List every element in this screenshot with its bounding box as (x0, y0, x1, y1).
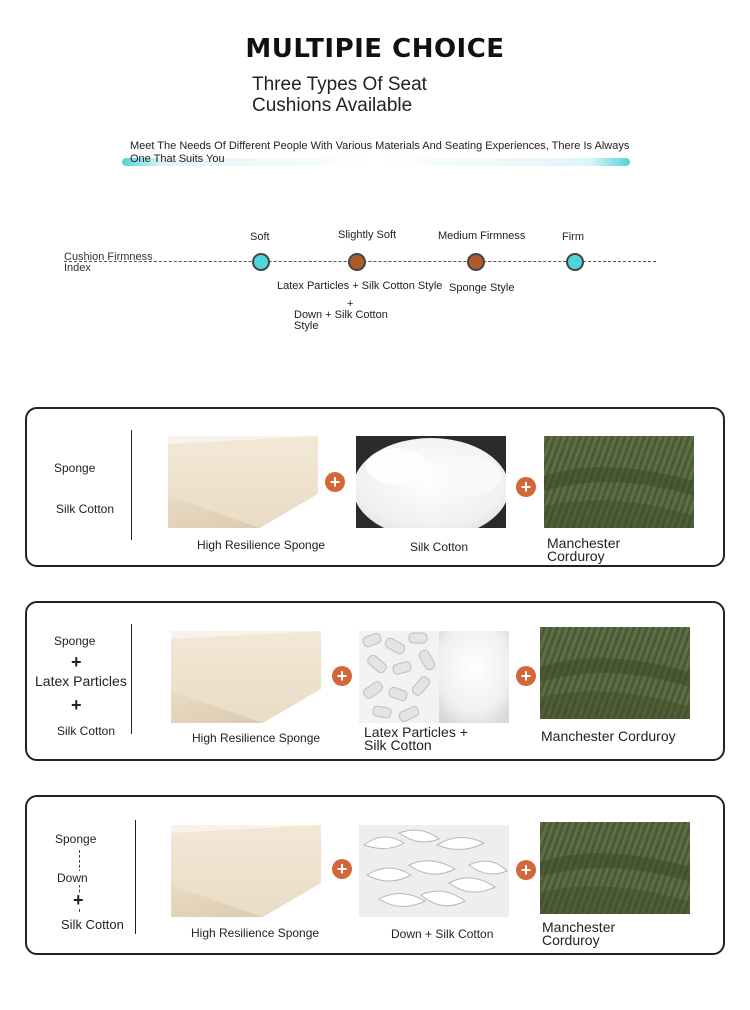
firmness-axis-label: Cushion Firmness Index (64, 252, 174, 274)
level-slightly-soft-label: Slightly Soft (338, 229, 397, 241)
panel-3-layer-silk-cotton: Silk Cotton (61, 917, 124, 932)
panel-3-layer-down: Down (57, 871, 88, 885)
subtitle-line-1: Three Types Of Seat (252, 74, 427, 95)
corduroy-caption-line-2: Corduroy (542, 932, 600, 948)
page-subtitle: Three Types Of Seat Cushions Available (252, 74, 492, 116)
corduroy-image (540, 627, 690, 719)
down-feather-image (359, 825, 509, 917)
level-slightly-soft-dot (348, 253, 366, 271)
down-style-line-2: Style (294, 320, 319, 332)
corduroy-image (544, 436, 694, 528)
axis-label-line-1: Cushion Firmness (64, 251, 153, 263)
panel-2-layer-silk-cotton: Silk Cotton (57, 724, 116, 738)
sponge-image (171, 631, 321, 723)
plus-circle-icon: + (332, 859, 352, 879)
panel-3-divider (135, 820, 136, 934)
panel-3-caption-down: Down + Silk Cotton (391, 927, 494, 941)
level-medium-firmness-dot (467, 253, 485, 271)
page-title: MULTIPIE CHOICE (245, 34, 505, 64)
panel-2-divider (131, 624, 132, 734)
corduroy-image (540, 822, 690, 914)
silk-cotton-image (356, 436, 506, 528)
down-style-line-1: Down + Silk Cotton (294, 309, 388, 321)
level-firm-label: Firm (562, 231, 584, 243)
panel-3-caption-sponge: High Resilience Sponge (191, 926, 320, 940)
intro-text: Meet The Needs Of Different People With … (130, 140, 630, 165)
panel-2-caption-sponge: High Resilience Sponge (192, 731, 321, 745)
sponge-style-annotation: Sponge Style (449, 282, 515, 294)
panel-1-caption-sponge: High Resilience Sponge (197, 538, 326, 552)
level-soft-dot (252, 253, 270, 271)
panel-1-divider (131, 430, 132, 540)
axis-label-line-2: Index (64, 262, 91, 274)
panel-2-plus-2: + (71, 695, 82, 715)
level-soft-label: Soft (250, 231, 270, 243)
plus-circle-icon: + (332, 666, 352, 686)
panel-3-layer-sponge: Sponge (55, 832, 97, 846)
intro-highlight-bar (122, 158, 630, 166)
panel-2-layer-latex: Latex Particles (35, 673, 127, 689)
corduroy-caption-line-1: Manchester (542, 919, 616, 935)
level-medium-firmness-label: Medium Firmness (438, 230, 526, 242)
corduroy-caption-line-2: Corduroy (547, 548, 605, 564)
panel-2-caption-corduroy: Manchester Corduroy (541, 728, 676, 744)
corduroy-caption-line-1: Manchester (547, 535, 621, 551)
panel-2-caption-latex: Latex Particles + Silk Cotton (364, 724, 468, 753)
sponge-image (171, 825, 321, 917)
plus-circle-icon: + (516, 666, 536, 686)
panel-2-layer-sponge: Sponge (54, 634, 96, 648)
latex-particles-image (359, 631, 509, 723)
panel-1-caption-silk-cotton: Silk Cotton (410, 540, 469, 554)
panel-1-layer-sponge: Sponge (54, 461, 96, 475)
level-firm-dot (566, 253, 584, 271)
subtitle-line-2: Cushions Available (252, 95, 413, 116)
sponge-image (168, 436, 318, 528)
panel-3-caption-corduroy: Manchester Corduroy (542, 919, 616, 948)
latex-caption-line-2: Silk Cotton (364, 737, 432, 753)
panel-2-plus-1: + (71, 652, 82, 672)
latex-style-annotation: Latex Particles + Silk Cotton Style (277, 280, 443, 292)
down-style-annotation: Down + Silk Cotton Style (294, 310, 388, 332)
latex-caption-line-1: Latex Particles + (364, 724, 468, 740)
plus-circle-icon: + (516, 477, 536, 497)
panel-1-caption-corduroy: Manchester Corduroy (547, 535, 621, 564)
plus-annotation: + (347, 298, 354, 310)
panel-3-plus: + (73, 890, 84, 910)
plus-circle-icon: + (516, 860, 536, 880)
plus-circle-icon: + (325, 472, 345, 492)
panel-1-layer-silk-cotton: Silk Cotton (56, 502, 115, 516)
